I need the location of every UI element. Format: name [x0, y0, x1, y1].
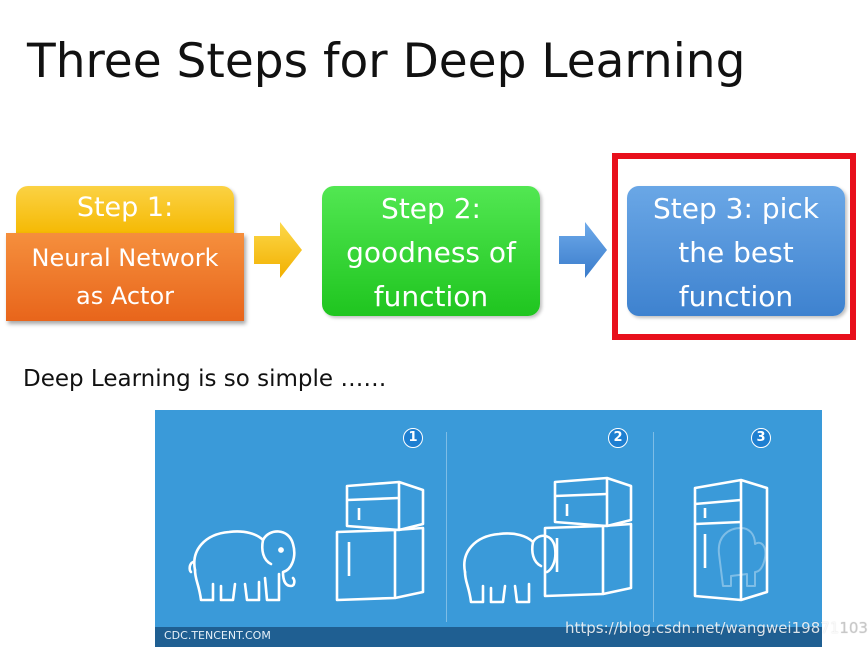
step3-line3: function: [678, 280, 794, 313]
watermark-url: https://blog.csdn.net/wangwei19871: [565, 619, 840, 637]
refrigerator-icon: [543, 476, 633, 598]
step1-body: Neural Network as Actor: [6, 233, 244, 321]
step-badge-1: 1: [403, 428, 423, 448]
watermark-tail: 103: [839, 619, 868, 637]
step2-line2: goodness of: [346, 236, 516, 269]
refrigerator-icon: [335, 480, 425, 602]
source-label: CDC.TENCENT.COM: [164, 629, 271, 642]
watermark: https://blog.csdn.net/wangwei19871103: [565, 619, 868, 637]
step1-header: Step 1:: [16, 186, 234, 236]
arrow-right-icon: [254, 222, 302, 278]
arrow-right-icon: [559, 222, 607, 278]
elephant-fridge-illustration: 1 2 3: [155, 410, 822, 647]
step3-box: Step 3: pick the best function: [627, 186, 845, 316]
elephant-icon: [188, 530, 296, 602]
step3-line2: the best: [678, 236, 794, 269]
slide-title: Three Steps for Deep Learning: [27, 34, 746, 89]
step3-line1: Step 3: pick: [653, 192, 819, 225]
step1-line2: Neural Network: [31, 244, 219, 272]
step-badge-3: 3: [751, 428, 771, 448]
step1-line3: as Actor: [76, 282, 174, 310]
step2-box: Step 2: goodness of function: [322, 186, 540, 316]
step-badge-2: 2: [608, 428, 628, 448]
slide-subtitle: Deep Learning is so simple ……: [23, 366, 387, 392]
step2-line3: function: [373, 280, 489, 313]
panel-divider: [653, 432, 654, 622]
refrigerator-icon: [693, 478, 769, 602]
panel-footer: CDC.TENCENT.COM: [155, 627, 822, 647]
panel-divider: [446, 432, 447, 622]
step2-line1: Step 2:: [381, 192, 481, 225]
step3-highlight-frame: [612, 153, 856, 340]
elephant-icon: [463, 532, 557, 604]
